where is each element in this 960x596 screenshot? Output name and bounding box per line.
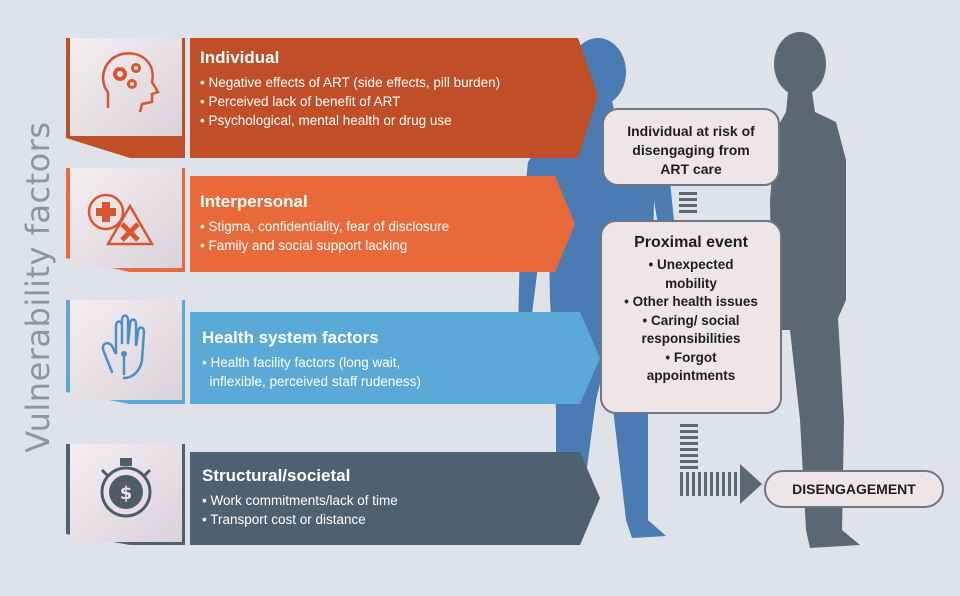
at-risk-line: ART care (660, 161, 722, 177)
band-bullet: • Transport cost or distance (202, 512, 366, 527)
proximal-event-item: mobility (665, 275, 717, 291)
at-risk-line: disengaging from (632, 142, 750, 158)
proximal-event-item: responsibilities (641, 331, 741, 346)
flow-arrow-proximal-to-disengagement (680, 424, 762, 504)
flow-arrow-risk-to-proximal (679, 192, 697, 213)
proximal-event-box: Proximal event • Unexpected mobility • O… (600, 220, 782, 414)
band-individual-text: Individual • Negative effects of ART (si… (200, 48, 500, 130)
proximal-event-title: Proximal event (634, 234, 748, 251)
proximal-event-item: • Caring/ social (642, 312, 740, 328)
at-risk-box: Individual at risk of disengaging from A… (602, 108, 780, 186)
band-bullet: • Negative effects of ART (side effects,… (200, 75, 501, 90)
proximal-event-item: • Other health issues (624, 294, 758, 309)
band-bullet: • Perceived lack of benefit of ART (200, 94, 401, 109)
proximal-event-item: • Forgot (665, 349, 717, 365)
disengagement-label: DISENGAGEMENT (764, 470, 944, 508)
svg-text:$: $ (120, 483, 133, 504)
proximal-event-item: • Unexpected (648, 257, 734, 272)
band-title: Structural/societal (202, 466, 351, 485)
at-risk-line: Individual at risk of (627, 123, 755, 139)
stopwatch-dollar-icon: $ (100, 458, 152, 518)
hand-icon (101, 314, 146, 380)
band-title: Interpersonal (200, 192, 308, 211)
band-bullet: • Psychological, mental health or drug u… (200, 113, 452, 128)
band-bullet: • Stigma, confidentiality, fear of discl… (200, 219, 450, 234)
band-title: Individual (200, 48, 280, 67)
band-bullet: • Family and social support lacking (200, 238, 408, 253)
band-title: Health system factors (202, 328, 379, 347)
band-structural-text: Structural/societal • Work commitments/l… (202, 466, 398, 529)
band-bullet: • Work commitments/lack of time (202, 493, 398, 508)
band-interpersonal-text: Interpersonal • Stigma, confidentiality,… (200, 192, 449, 255)
band-bullet: • Health facility factors (long wait, (202, 355, 401, 370)
health-warning-icon (87, 193, 155, 246)
band-health-system-text: Health system factors • Health facility … (202, 328, 421, 391)
band-bullet: inflexible, perceived staff rudeness) (202, 374, 421, 389)
proximal-event-item: appointments (646, 368, 736, 383)
vertical-axis-label: Vulnerability factors (19, 121, 57, 453)
head-gears-icon (101, 52, 160, 113)
